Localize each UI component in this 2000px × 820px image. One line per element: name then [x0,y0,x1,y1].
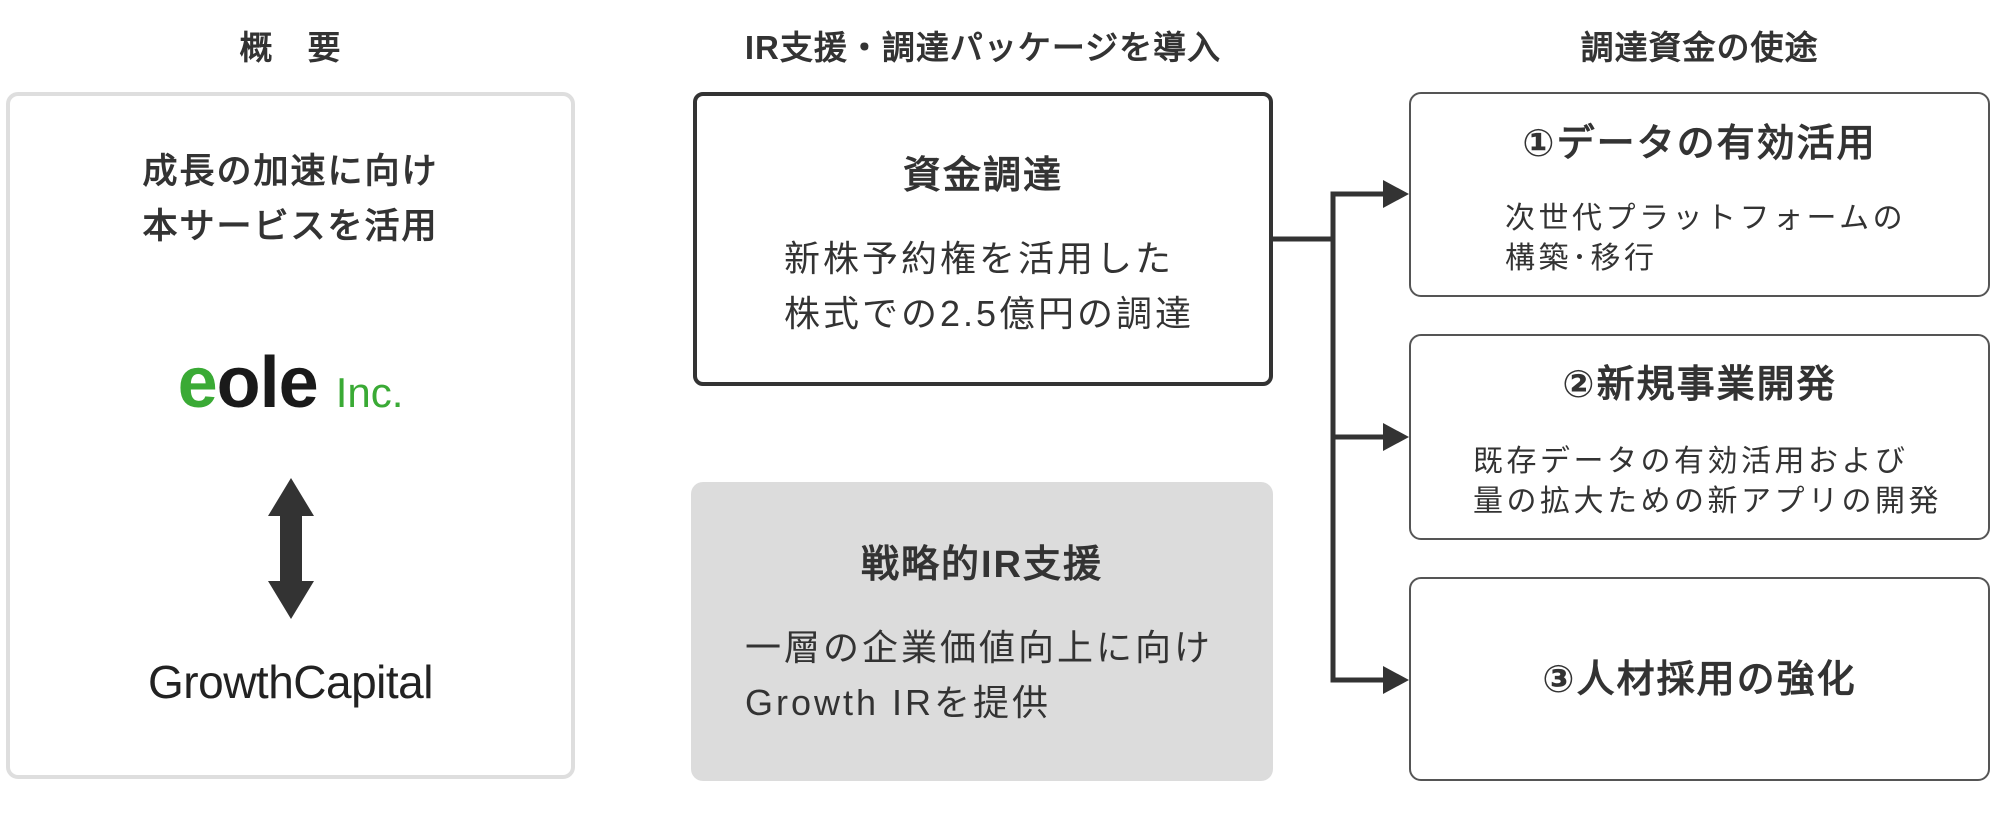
use-title: ②新規事業開発 [1562,364,1837,406]
use-line: 量の拡大ための新アプリの開発 [1473,485,1942,518]
lead-line: 成長の加速に向け [142,152,439,191]
arrow-right-icon [1383,666,1409,694]
eole-logo: eole Inc. [10,343,571,423]
funding-line: 新株予約権を活用した [784,238,1175,279]
overview-lead-text: 成長の加速に向け 本サービスを活用 [10,144,571,254]
use-box-recruitment: ③人材採用の強化 [1409,577,1990,781]
overview-column-header: 概 要 [239,29,342,66]
lead-line: 本サービスを活用 [142,207,439,246]
logo-wordmark: eole [177,343,319,423]
growth-capital-logo: GrowthCapital [148,656,433,708]
overview-box: 成長の加速に向け 本サービスを活用 eole Inc. GrowthCapital [6,92,575,779]
ir-support-description: 一層の企業価値向上に向け Growth IRを提供 [745,620,1213,730]
ir-support-line: 一層の企業価値向上に向け [745,627,1214,668]
use-description: 次世代プラットフォームの 構築･移行 [1505,199,1906,279]
funding-box: 資金調達 新株予約権を活用した 株式での2.5億円の調達 [693,92,1273,386]
funding-line: 株式での2.5億円の調達 [784,293,1195,334]
use-line: 次世代プラットフォームの [1505,202,1907,235]
use-box-data-utilization: ①データの有効活用 次世代プラットフォームの 構築･移行 [1409,92,1990,297]
uses-column-header: 調達資金の使途 [1580,29,1819,66]
use-title: ③人材採用の強化 [1542,659,1857,701]
logo-suffix: Inc. [335,369,404,416]
funding-title: 資金調達 [902,155,1063,197]
double-arrow-vertical-icon [268,478,314,619]
ir-support-title: 戦略的IR支援 [860,544,1103,586]
funding-description: 新株予約権を活用した 株式での2.5億円の調達 [784,231,1194,341]
arrow-right-icon [1383,423,1409,451]
ir-support-line: Growth IRを提供 [745,682,1052,723]
ir-support-box: 戦略的IR支援 一層の企業価値向上に向け Growth IRを提供 [691,482,1273,781]
arrow-right-icon [1383,180,1409,208]
use-title: ①データの有効活用 [1522,123,1877,165]
use-line: 構築･移行 [1505,242,1658,275]
use-line: 既存データの有効活用および [1473,445,1909,478]
use-description: 既存データの有効活用および 量の拡大ための新アプリの開発 [1473,442,1942,522]
package-column-header: IR支援・調達パッケージを導入 [744,29,1222,66]
use-box-new-business: ②新規事業開発 既存データの有効活用および 量の拡大ための新アプリの開発 [1409,334,1990,540]
